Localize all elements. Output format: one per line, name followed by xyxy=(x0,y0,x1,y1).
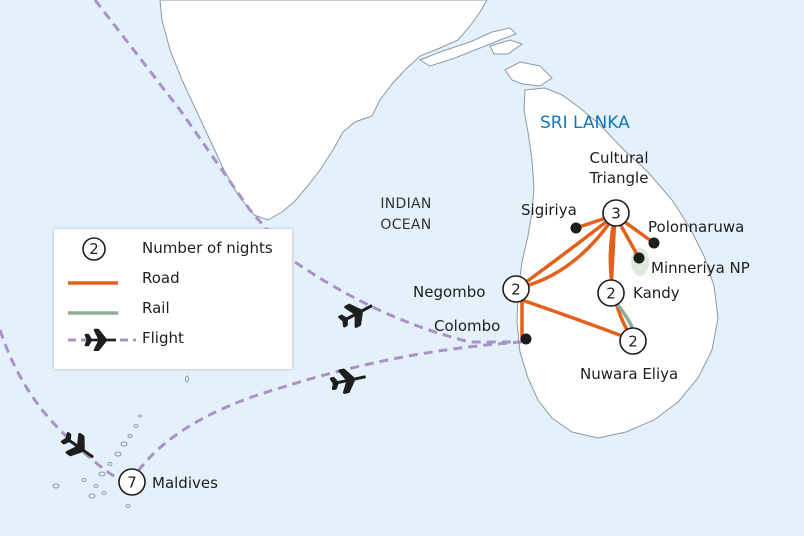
sigiriya-marker xyxy=(570,222,582,234)
cultural-triangle-label-line2: Triangle xyxy=(589,169,649,187)
sri-lanka-landmass xyxy=(516,87,719,439)
maldives-nights-marker: 7 xyxy=(118,468,146,496)
legend-rail-row: Rail xyxy=(66,297,286,321)
negombo-nights-marker: 2 xyxy=(502,275,530,303)
airplane-icon xyxy=(329,368,366,394)
colombo-label: Colombo xyxy=(434,317,500,335)
legend-road-symbol xyxy=(68,281,118,285)
legend-flight-label: Flight xyxy=(142,329,184,347)
legend-nights-number: 2 xyxy=(89,240,99,258)
cultural-triangle-label-line1: Cultural xyxy=(589,149,648,167)
kandy-nights: 2 xyxy=(606,285,616,303)
legend-nights-symbol: 2 xyxy=(82,237,106,261)
map-legend: 2 Number of nights Road Rail Flight xyxy=(54,229,292,369)
airplane-icon xyxy=(84,328,116,351)
minneriya-marker xyxy=(633,252,645,264)
negombo-label: Negombo xyxy=(413,283,485,301)
ocean-label-line2: OCEAN xyxy=(380,217,431,233)
legend-flight-row: Flight xyxy=(66,327,286,351)
legend-rail-symbol xyxy=(68,311,118,315)
adams-bridge xyxy=(418,27,517,67)
polonnaruwa-label: Polonnaruwa xyxy=(648,218,744,236)
nuwara-eliya-nights: 2 xyxy=(628,333,638,351)
cultural-triangle-nights-marker: 3 xyxy=(602,199,630,227)
nuwara-eliya-nights-marker: 2 xyxy=(619,327,647,355)
road-negombo-triangle xyxy=(516,213,617,290)
jaffna-peninsula xyxy=(504,61,553,87)
flight-routes xyxy=(0,0,523,482)
country-label: SRI LANKA xyxy=(540,113,630,133)
sigiriya-label: Sigiriya xyxy=(521,201,577,219)
maldives-nights: 7 xyxy=(127,474,137,492)
road-negombo-triangle-2 xyxy=(516,213,617,290)
legend-nights-row: 2 Number of nights xyxy=(66,237,286,261)
kandy-label: Kandy xyxy=(633,284,680,302)
colombo-marker xyxy=(520,333,532,345)
india-landmass xyxy=(159,0,488,221)
airplane-icon xyxy=(338,303,373,328)
mannar-island xyxy=(489,39,524,55)
nuwara-eliya-label: Nuwara Eliya xyxy=(580,365,678,383)
legend-road-label: Road xyxy=(142,269,180,287)
flight-route-colombo-maldives xyxy=(130,340,523,481)
negombo-nights: 2 xyxy=(511,281,521,299)
flight-route-west xyxy=(0,329,121,482)
kandy-nights-marker: 2 xyxy=(597,279,625,307)
ocean-label-line1: INDIAN xyxy=(380,196,431,212)
legend-flight-symbol xyxy=(68,328,136,351)
airplane-icon xyxy=(60,432,94,459)
legend-road-row: Road xyxy=(66,267,286,291)
legend-nights-label: Number of nights xyxy=(142,239,273,257)
polonnaruwa-marker xyxy=(648,237,660,249)
cultural-triangle-nights: 3 xyxy=(611,205,621,223)
maldives-islands xyxy=(52,375,189,508)
legend-rail-label: Rail xyxy=(142,299,170,317)
maldives-label: Maldives xyxy=(152,474,218,492)
minneriya-label: Minneriya NP xyxy=(651,259,750,277)
